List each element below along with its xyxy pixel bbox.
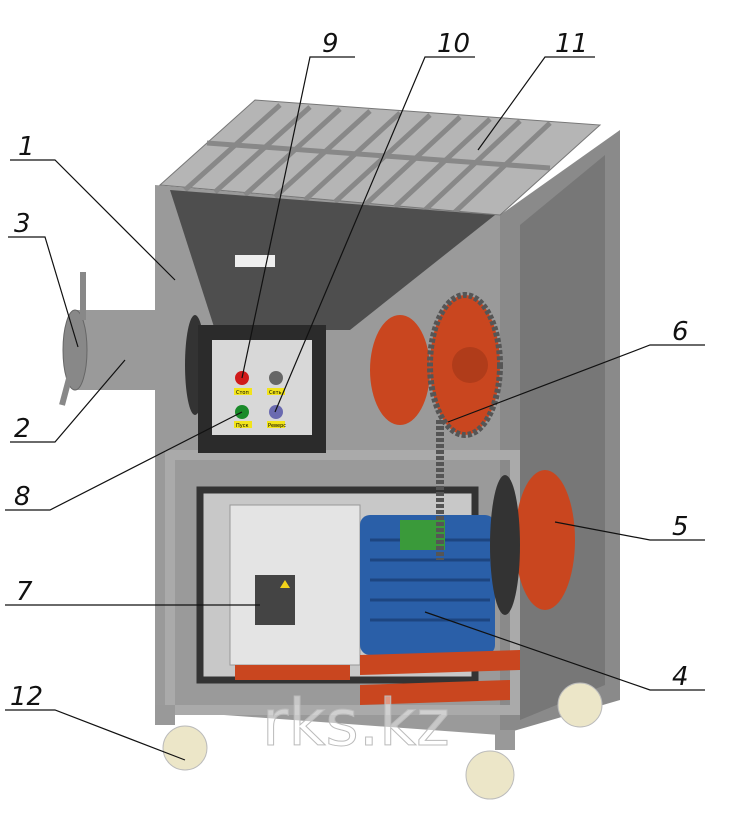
callout-6: 6 [447, 317, 705, 423]
callout-2: 2 [10, 359, 126, 444]
callout-3: 3 [8, 209, 79, 348]
svg-text:10: 10 [437, 29, 470, 59]
callout-7: 7 [5, 577, 260, 607]
wheel [162, 725, 208, 771]
svg-text:6: 6 [672, 317, 689, 347]
network-lamp [269, 371, 283, 385]
svg-text:8: 8 [14, 482, 31, 512]
svg-text:2: 2 [14, 414, 31, 444]
reverse-button [269, 405, 283, 419]
callout-8: 8 [5, 411, 243, 512]
watermark: rks.kz [262, 687, 450, 761]
label-reverse: Реверс [268, 423, 286, 429]
svg-text:4: 4 [672, 662, 689, 692]
callout-10: 10 [274, 29, 475, 413]
gear-reducer [370, 315, 430, 425]
callout-9: 9 [241, 29, 355, 379]
svg-text:11: 11 [555, 29, 588, 59]
label-start: Пуск [236, 423, 249, 429]
wheel [557, 682, 603, 728]
wheel [465, 750, 515, 800]
hopper [170, 190, 495, 330]
label-network: Сеть [269, 390, 281, 396]
svg-text:12: 12 [10, 682, 43, 712]
callout-4: 4 [424, 611, 705, 692]
callout-12: 12 [5, 682, 186, 761]
svg-text:9: 9 [322, 29, 339, 59]
svg-text:7: 7 [16, 577, 33, 607]
belt-pulley [515, 470, 575, 610]
callout-1: 1 [10, 132, 176, 281]
label-stop: Стоп [236, 390, 249, 396]
svg-text:5: 5 [672, 512, 689, 542]
callout-11: 11 [477, 29, 595, 151]
grinder-tube [75, 310, 155, 390]
callout-5: 5 [554, 512, 705, 542]
svg-text:3: 3 [14, 209, 31, 239]
svg-text:1: 1 [18, 132, 35, 162]
